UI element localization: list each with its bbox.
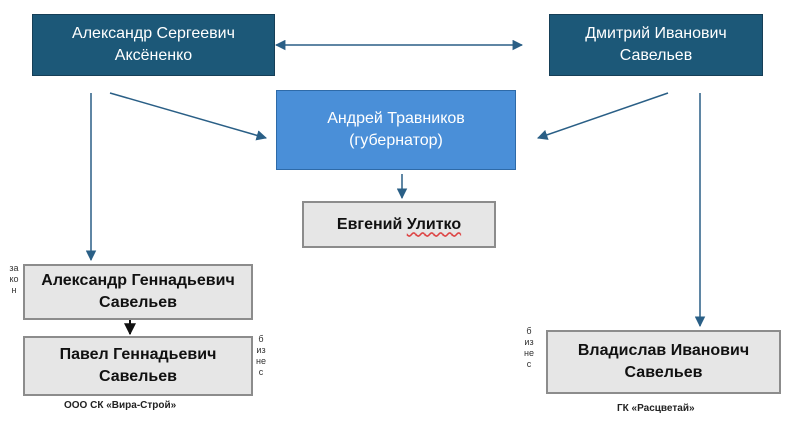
node-savelyev-vladislav: Владислав Иванович Савельев bbox=[546, 330, 781, 394]
arrow-savelyev-travnikov bbox=[537, 92, 669, 140]
side-label-zakon: закон bbox=[9, 263, 19, 295]
side-label-biznes-right: бизнес bbox=[524, 326, 534, 369]
node-ulitko: Евгений Улитко bbox=[302, 201, 496, 248]
node-savelyev-alexander: Александр Геннадьевич Савельев bbox=[23, 264, 253, 320]
node-label: Владислав Иванович Савельев bbox=[577, 342, 750, 381]
node-label-first: Евгений bbox=[336, 215, 407, 233]
caption-vira: ООО СК «Вира-Строй» bbox=[64, 400, 177, 411]
node-savelyev-dmitry: Дмитрий Иванович Савельев bbox=[549, 14, 763, 76]
node-travnikov: Андрей Травников (губернатор) bbox=[276, 90, 516, 170]
node-label: Павел Геннадьевич Савельев bbox=[59, 346, 217, 385]
caption-rastsvetai: ГК «Расцветай» bbox=[617, 403, 695, 414]
node-label: Андрей Травников (губернатор) bbox=[327, 110, 465, 149]
node-savelyev-pavel: Павел Геннадьевич Савельев bbox=[23, 336, 253, 396]
node-aksenenko: Александр Сергеевич Аксёненко bbox=[32, 14, 275, 76]
node-label: Александр Сергеевич Аксёненко bbox=[72, 25, 235, 64]
node-label: Дмитрий Иванович Савельев bbox=[585, 25, 727, 64]
side-label-biznes-left: бизнес bbox=[256, 334, 266, 377]
node-label: Александр Геннадьевич Савельев bbox=[41, 272, 235, 311]
arrow-aksenenko-travnikov bbox=[109, 92, 268, 141]
node-label-last: Улитко bbox=[406, 215, 462, 233]
